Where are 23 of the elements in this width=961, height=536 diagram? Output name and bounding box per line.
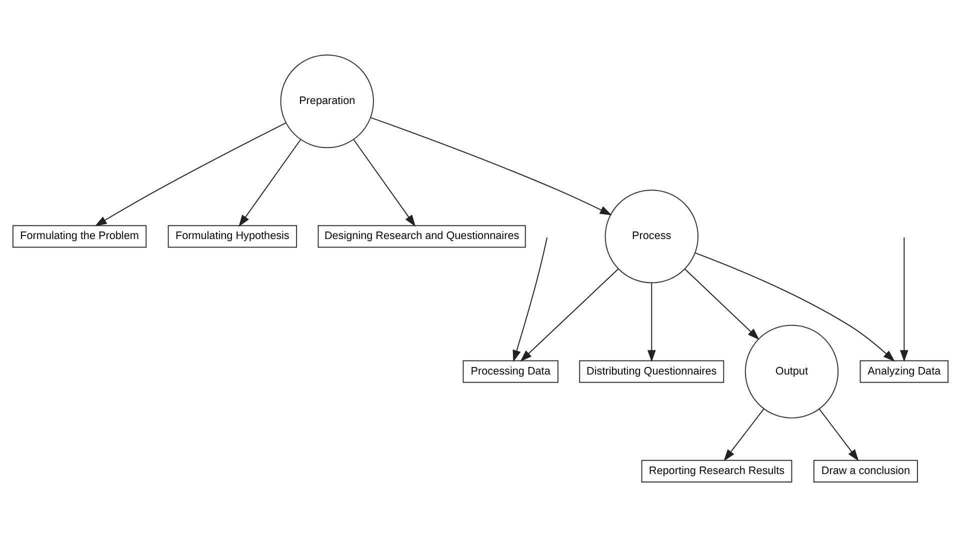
node-box: Distributing Questionnaires: [579, 360, 724, 382]
arrow: [238, 138, 301, 226]
arrow: [684, 268, 760, 340]
node-circle: Process: [604, 189, 698, 283]
arrow: [370, 116, 612, 215]
node-box: Designing Research and Questionnaires: [318, 224, 526, 248]
node-box: Formulating Hypothesis: [168, 224, 298, 248]
arrow: [353, 138, 416, 226]
node-box: Formulating the Problem: [12, 224, 147, 248]
arrow: [520, 268, 619, 362]
arrow: [648, 282, 656, 362]
arrow: [694, 252, 895, 362]
arrow: [94, 122, 287, 226]
node-circle: Output: [744, 324, 839, 418]
node-box: Analyzing Data: [860, 360, 949, 382]
node-box: Draw a conclusion: [813, 459, 918, 482]
arrow: [900, 236, 908, 362]
node-box: Processing Data: [462, 360, 558, 382]
arrow: [512, 236, 548, 362]
node-circle: Preparation: [280, 54, 374, 148]
arrow: [818, 408, 859, 461]
node-box: Reporting Research Results: [641, 459, 792, 482]
arrow: [724, 408, 764, 461]
